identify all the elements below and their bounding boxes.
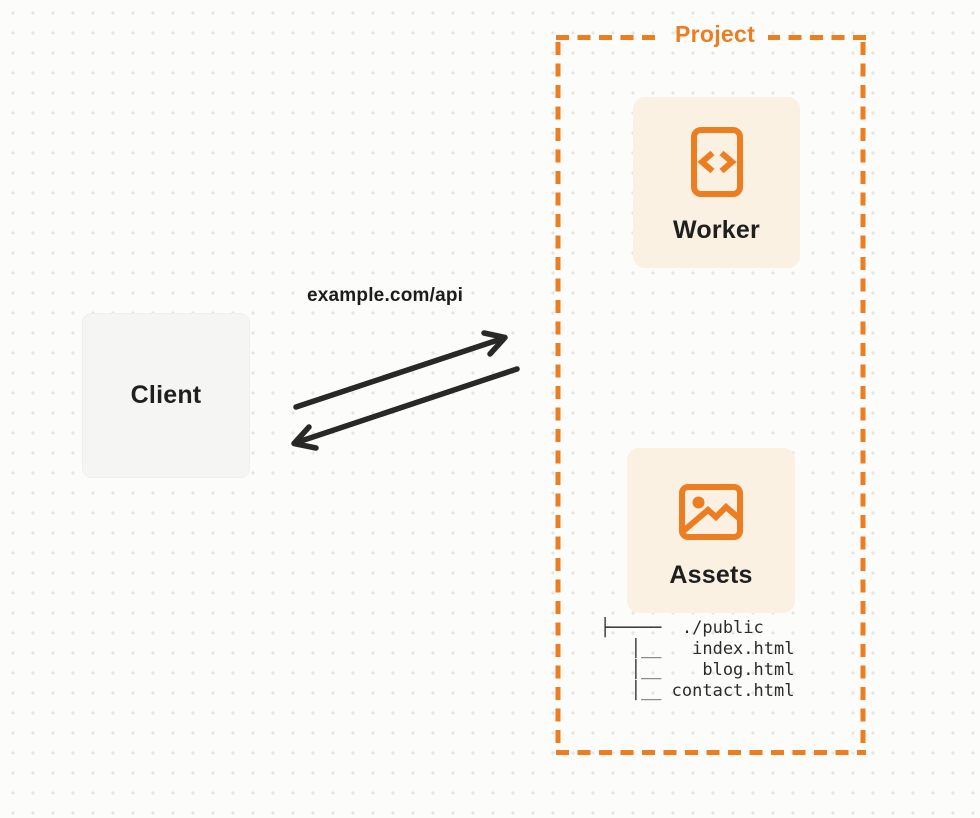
request-url-label: example.com/api: [307, 285, 464, 306]
tree-line-index: │__ index.html: [600, 639, 795, 659]
code-icon: [690, 127, 743, 197]
tree-line-public: ├───── ./public: [600, 618, 764, 638]
tree-line-blog: │__ blog.html: [600, 660, 795, 680]
worker-node: Worker: [633, 97, 800, 268]
assets-label: Assets: [669, 561, 753, 589]
client-label: Client: [130, 381, 202, 409]
assets-node: Assets: [627, 448, 795, 613]
assets-file-tree: ├───── ./public │__ index.html │__ blog.…: [600, 618, 794, 702]
response-arrow: [291, 366, 520, 451]
client-node: Client: [82, 313, 250, 478]
request-arrow: [293, 330, 508, 410]
sun-dot: [692, 496, 705, 509]
image-icon: [679, 484, 743, 540]
tree-line-contact: │__ contact.html: [600, 681, 795, 701]
project-label: Project: [674, 21, 756, 47]
worker-label: Worker: [673, 216, 760, 244]
